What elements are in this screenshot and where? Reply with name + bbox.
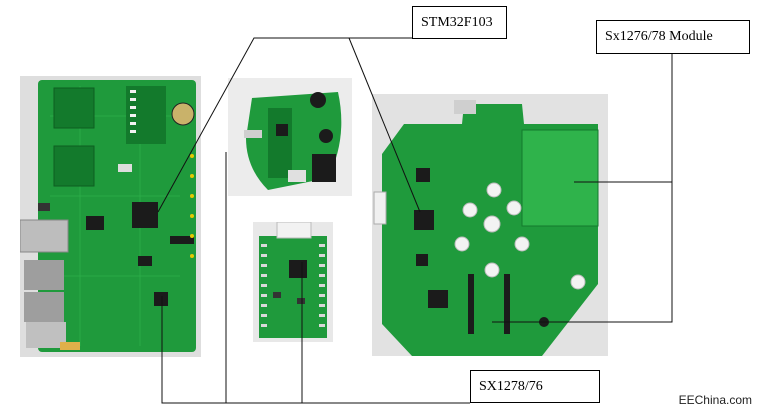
module-label: Sx1276/78 Module bbox=[596, 20, 750, 54]
led-node-board-image bbox=[373, 100, 599, 356]
node-board-photo bbox=[228, 78, 352, 196]
led-node-board-photo bbox=[372, 94, 608, 356]
gateway-board-photo bbox=[20, 76, 201, 357]
sx1278-label: SX1278/76 bbox=[470, 370, 600, 403]
gateway-board-image bbox=[20, 80, 196, 352]
stm32-label: STM32F103 bbox=[412, 6, 507, 39]
node-board-image bbox=[244, 92, 342, 190]
sx1278-module-image bbox=[259, 222, 327, 338]
sx1278-module-photo bbox=[253, 222, 333, 342]
watermark-text: EEChina.com bbox=[678, 393, 752, 407]
